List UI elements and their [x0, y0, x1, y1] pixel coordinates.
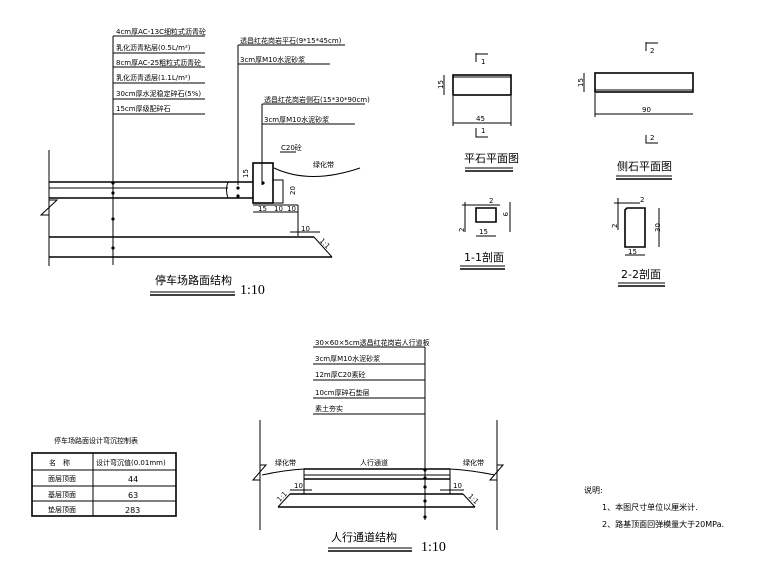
curb-stone-plan: 2 15 90 2 侧石平面图: [577, 42, 694, 180]
concrete-label: C20砼: [281, 143, 302, 152]
curb-label: 透昌红花岗岩侧石(15*30*90cm): [264, 95, 370, 104]
dim-30: 30: [654, 223, 662, 232]
table-title: 停车场路面设计弯沉控制表: [54, 436, 138, 445]
section-22-title: 2-2剖面: [621, 267, 661, 281]
flat-stone-plan: 1 15 45 1 平石平面图: [437, 53, 519, 172]
notes-heading: 说明:: [584, 485, 603, 495]
dim-2: 2: [611, 224, 619, 228]
dim-width: 90: [642, 106, 651, 114]
table-header: 名 称: [49, 458, 70, 467]
dim-10: 10: [301, 225, 310, 233]
dim-2: 2: [489, 197, 493, 205]
note-item: 1、本图尺寸单位以厘米计.: [602, 502, 698, 512]
dim-10: 10: [453, 482, 462, 490]
section-mark: 1: [481, 58, 485, 66]
flat-plan-title: 平石平面图: [464, 152, 519, 165]
walkway-scale: 1:10: [421, 540, 446, 555]
section-2-2: 2 2 30 15 2-2剖面: [611, 196, 665, 287]
table-cell: 44: [128, 475, 138, 484]
parking-pavement-section: 4cm厚AC-13C细粒式沥青砼 乳化沥青粘层(0.5L/m²) 8cm厚AC-…: [39, 27, 370, 298]
layer-label: 4cm厚AC-13C细粒式沥青砼: [116, 27, 206, 36]
walkway-section: 30×60×5cm透昌红花岗岩人行道板 3cm厚M10水泥砂浆 12m厚C20素…: [251, 338, 505, 555]
dim-height: 15: [437, 80, 445, 89]
layer-label: 10cm厚碎石垫层: [315, 388, 370, 397]
dim-width-10: 10: [287, 205, 296, 213]
table-cell: 垫层顶面: [48, 505, 76, 514]
dim-width-10: 10: [274, 205, 283, 213]
parking-layer-labels: 4cm厚AC-13C细粒式沥青砼 乳化沥青粘层(0.5L/m²) 8cm厚AC-…: [113, 27, 206, 115]
flat-stone-label: 透昌红花岗岩平石(9*15*45cm): [240, 36, 342, 45]
layer-label: 12m厚C20素砼: [315, 370, 366, 379]
layer-label: 8cm厚AC-25粗粒式沥青砼: [116, 58, 201, 67]
slope-label: 1:1: [275, 490, 289, 504]
layer-label: 乳化沥青粘层(0.5L/m²): [116, 43, 191, 52]
dim-width: 45: [476, 115, 485, 123]
green-label: 绿化带: [313, 160, 334, 169]
curb-plan-title: 侧石平面图: [617, 160, 672, 173]
layer-label: 乳化沥青透层(1.1L/m²): [116, 73, 191, 82]
table-cell: 63: [128, 491, 138, 500]
table-cell: 基层顶面: [48, 490, 76, 499]
flat-mortar-label: 3cm厚M10水泥砂浆: [240, 55, 305, 64]
dim-2: 2: [458, 228, 466, 232]
dim-15: 15: [628, 248, 637, 256]
layer-label: 30×60×5cm透昌红花岗岩人行道板: [315, 338, 430, 347]
note-item: 2、路基顶面回弹模量大于20MPa.: [602, 519, 724, 529]
curb-mortar-label: 3cm厚M10水泥砂浆: [264, 115, 329, 124]
dim-20: 20: [289, 186, 297, 195]
green-label: 绿化带: [463, 458, 484, 467]
deflection-table: 停车场路面设计弯沉控制表 名 称 设计弯沉值(0.01mm) 面层顶面 44 基…: [31, 436, 177, 517]
dim-10: 10: [294, 482, 303, 490]
dim-2: 2: [640, 196, 644, 204]
section-1-1: 2 2 9 15 1-1剖面: [458, 197, 511, 270]
section-11-title: 1-1剖面: [464, 250, 504, 264]
table-cell: 283: [125, 506, 140, 515]
slope-label: 1:1: [466, 492, 480, 506]
section-mark: 1: [481, 127, 485, 135]
table-header: 设计弯沉值(0.01mm): [96, 458, 166, 467]
dim-9: 9: [501, 212, 509, 216]
parking-scale: 1:10: [240, 283, 265, 298]
walkway-title: 人行通道结构: [331, 530, 397, 544]
layer-label: 15cm厚级配碎石: [116, 104, 171, 113]
dim-15: 15: [242, 169, 250, 178]
layer-label: 素土夯实: [315, 404, 343, 413]
slope-label: 1:1: [318, 237, 332, 251]
section-mark: 2: [650, 47, 654, 55]
dim-width-15: 15: [258, 205, 267, 213]
green-label: 绿化带: [275, 458, 296, 467]
layer-label: 3cm厚M10水泥砂浆: [315, 354, 380, 363]
parking-title: 停车场路面结构: [155, 273, 232, 287]
dim-15: 15: [479, 228, 488, 236]
notes: 说明: 1、本图尺寸单位以厘米计. 2、路基顶面回弹模量大于20MPa.: [584, 485, 724, 529]
section-mark: 2: [650, 134, 654, 142]
layer-label: 30cm厚水泥稳定碎石(5%): [116, 89, 201, 98]
dim-height: 15: [577, 78, 585, 87]
table-cell: 面层顶面: [48, 475, 76, 483]
walkway-label: 人行通道: [360, 458, 388, 467]
